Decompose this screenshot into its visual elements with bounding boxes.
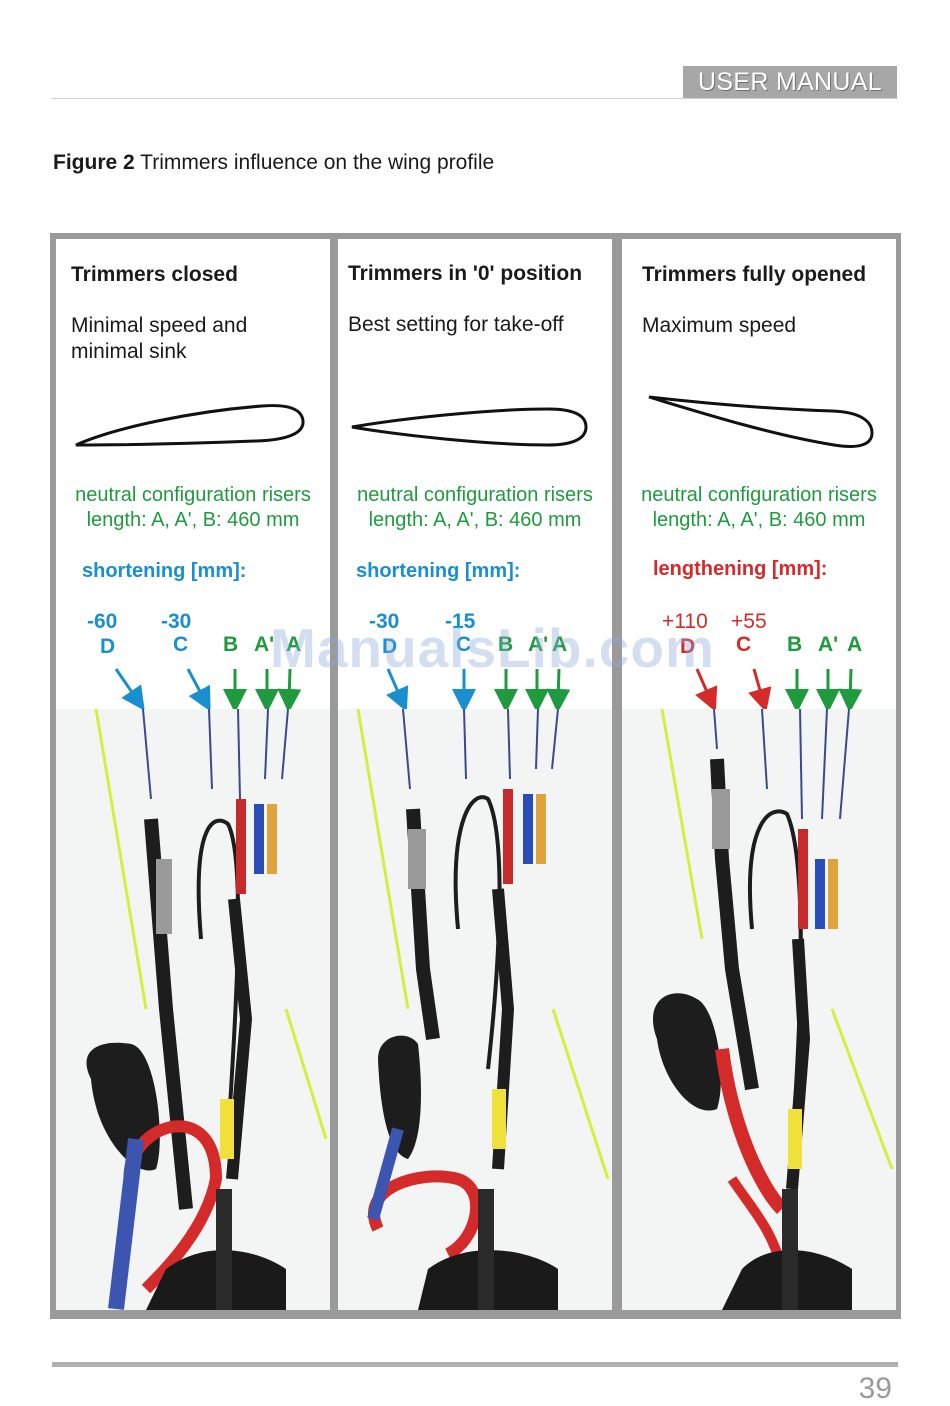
riser-arrows: [695, 668, 863, 713]
wing-profile-closed: [75, 404, 305, 447]
panel-trimmers-zero: Trimmers in '0' position Best setting fo…: [338, 239, 612, 1310]
riser-label-a-prime: A': [254, 633, 275, 656]
neutral-configuration: neutral configuration risers length: A, …: [641, 484, 877, 531]
riser-arrows: [386, 668, 571, 713]
c-value: +55: [731, 610, 767, 633]
riser-label-a: A: [552, 633, 568, 656]
watermark: ManualsLib.com: [270, 617, 715, 679]
panel-description: Maximum speed: [642, 314, 797, 337]
panel-title: Trimmers in '0' position: [348, 262, 583, 285]
riser-label-a: A: [847, 633, 863, 656]
page-number: 39: [858, 1372, 892, 1405]
panel-title: Trimmers closed: [71, 263, 238, 286]
header-label: USER MANUAL: [683, 66, 897, 98]
riser-label-c: C: [456, 633, 472, 656]
panel-title: Trimmers fully opened: [642, 263, 867, 286]
riser-label-d: D: [680, 635, 696, 658]
c-value: -15: [445, 610, 476, 633]
figure-caption-text: Trimmers influence on the wing profile: [140, 151, 495, 174]
d-value: -30: [369, 610, 400, 633]
panel-description: Minimal speed and minimal sink: [71, 314, 248, 363]
risers-photo-opened: [622, 709, 896, 1310]
change-label: shortening [mm]:: [82, 560, 247, 582]
neutral-configuration: neutral configuration risers length: A, …: [357, 484, 593, 531]
change-label: lengthening [mm]:: [653, 558, 828, 580]
riser-label-a-prime: A': [818, 633, 839, 656]
riser-label-c: C: [736, 633, 752, 656]
riser-label-d: D: [100, 635, 116, 658]
panel-description: Best setting for take-off: [348, 313, 564, 336]
neutral-configuration: neutral configuration risers length: A, …: [75, 484, 311, 531]
figure-label: Figure 2: [53, 151, 135, 174]
c-value: -30: [161, 610, 192, 633]
panel-trimmers-opened: Trimmers fully opened Maximum speed neut…: [622, 239, 896, 1310]
d-value: -60: [87, 610, 118, 633]
panel-trimmers-closed: Trimmers closed Minimal speed and minima…: [56, 239, 330, 1310]
riser-label-b: B: [498, 633, 514, 656]
figure-caption: Figure 2 Trimmers influence on the wing …: [53, 151, 494, 175]
footer-rule: [52, 1362, 898, 1367]
riser-label-d: D: [382, 635, 398, 658]
figure-frame: Trimmers closed Minimal speed and minima…: [50, 233, 901, 1319]
riser-label-b: B: [223, 633, 239, 656]
wing-profile-opened: [648, 395, 874, 448]
riser-label-b: B: [787, 633, 803, 656]
risers-photo-zero: [338, 709, 612, 1310]
riser-label-a-prime: A': [528, 633, 549, 656]
header-rule: [52, 98, 898, 99]
riser-label-c: C: [173, 633, 189, 656]
riser-arrows: [114, 668, 302, 713]
risers-photo-closed: [56, 709, 330, 1310]
d-value: +110: [662, 610, 708, 633]
riser-label-a: A: [286, 633, 302, 656]
wing-profile-zero: [351, 407, 588, 447]
change-label: shortening [mm]:: [356, 560, 521, 582]
